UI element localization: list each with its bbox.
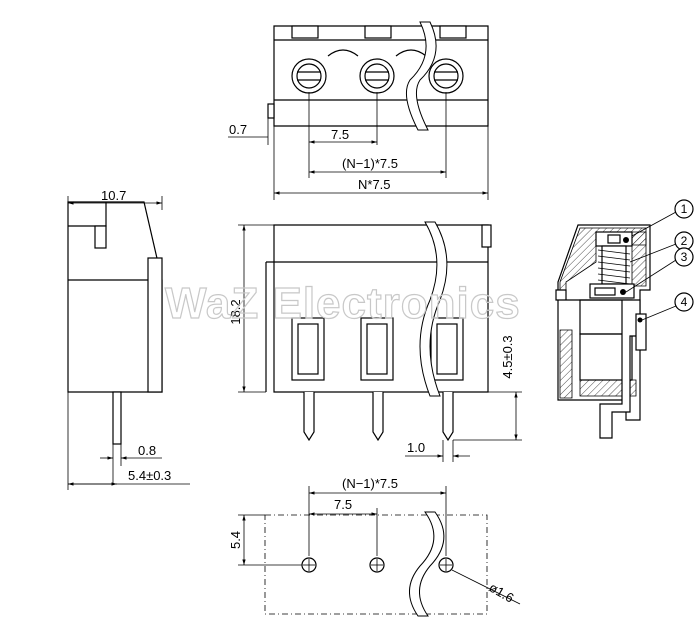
wire-entry-3 [430, 317, 464, 381]
dim-pcb-row-offset: 5.4 [228, 531, 243, 549]
dim-top-pitch: 7.5 [331, 127, 349, 142]
pcb-hole-3 [438, 557, 454, 573]
dim-front-pin-length: 4.5±0.3 [500, 335, 515, 378]
pcb-hole-2 [369, 557, 385, 573]
wire-entry-2 [360, 317, 394, 381]
dim-pcb-pitch: 7.5 [334, 497, 352, 512]
dim-side-pin-thickness: 0.8 [138, 443, 156, 458]
dim-pcb-n-minus-1: (N−1)*7.5 [342, 476, 398, 491]
screw-3 [428, 58, 464, 94]
callout-3: 3 [625, 247, 694, 293]
callout-4: 4 [641, 292, 694, 321]
section-view: 1 2 3 4 [555, 199, 694, 439]
svg-text:4: 4 [681, 295, 688, 309]
dim-front-pin-width: 1.0 [407, 440, 425, 455]
dim-top-total: N*7.5 [358, 177, 391, 192]
front-view: 18.2 4.5±0.3 1.0 [228, 221, 522, 462]
svg-text:1: 1 [681, 202, 688, 216]
dim-pcb-hole: ø1.6 [487, 580, 517, 606]
callout-1: 1 [631, 199, 694, 237]
dim-front-height: 18.2 [228, 299, 243, 324]
dim-top-pin-offset: 0.7 [229, 122, 247, 137]
dim-top-n-minus-1: (N−1)*7.5 [342, 156, 398, 171]
screw-2 [359, 58, 395, 94]
watermark: WaZ Electronics [165, 279, 521, 328]
side-view: 10.7 0.8 5.4±0.3 [67, 188, 190, 490]
wire-entry-1 [291, 317, 325, 381]
svg-text:3: 3 [681, 250, 688, 264]
top-view: 0.7 7.5 (N−1)*7.5 N*7.5 [228, 21, 489, 200]
screw-1 [291, 58, 327, 94]
dim-side-width: 10.7 [101, 188, 126, 203]
pcb-layout: (N−1)*7.5 7.5 5.4 ø1.6 [228, 476, 521, 617]
dim-side-pin-offset: 5.4±0.3 [128, 468, 171, 483]
svg-text:2: 2 [681, 234, 688, 248]
